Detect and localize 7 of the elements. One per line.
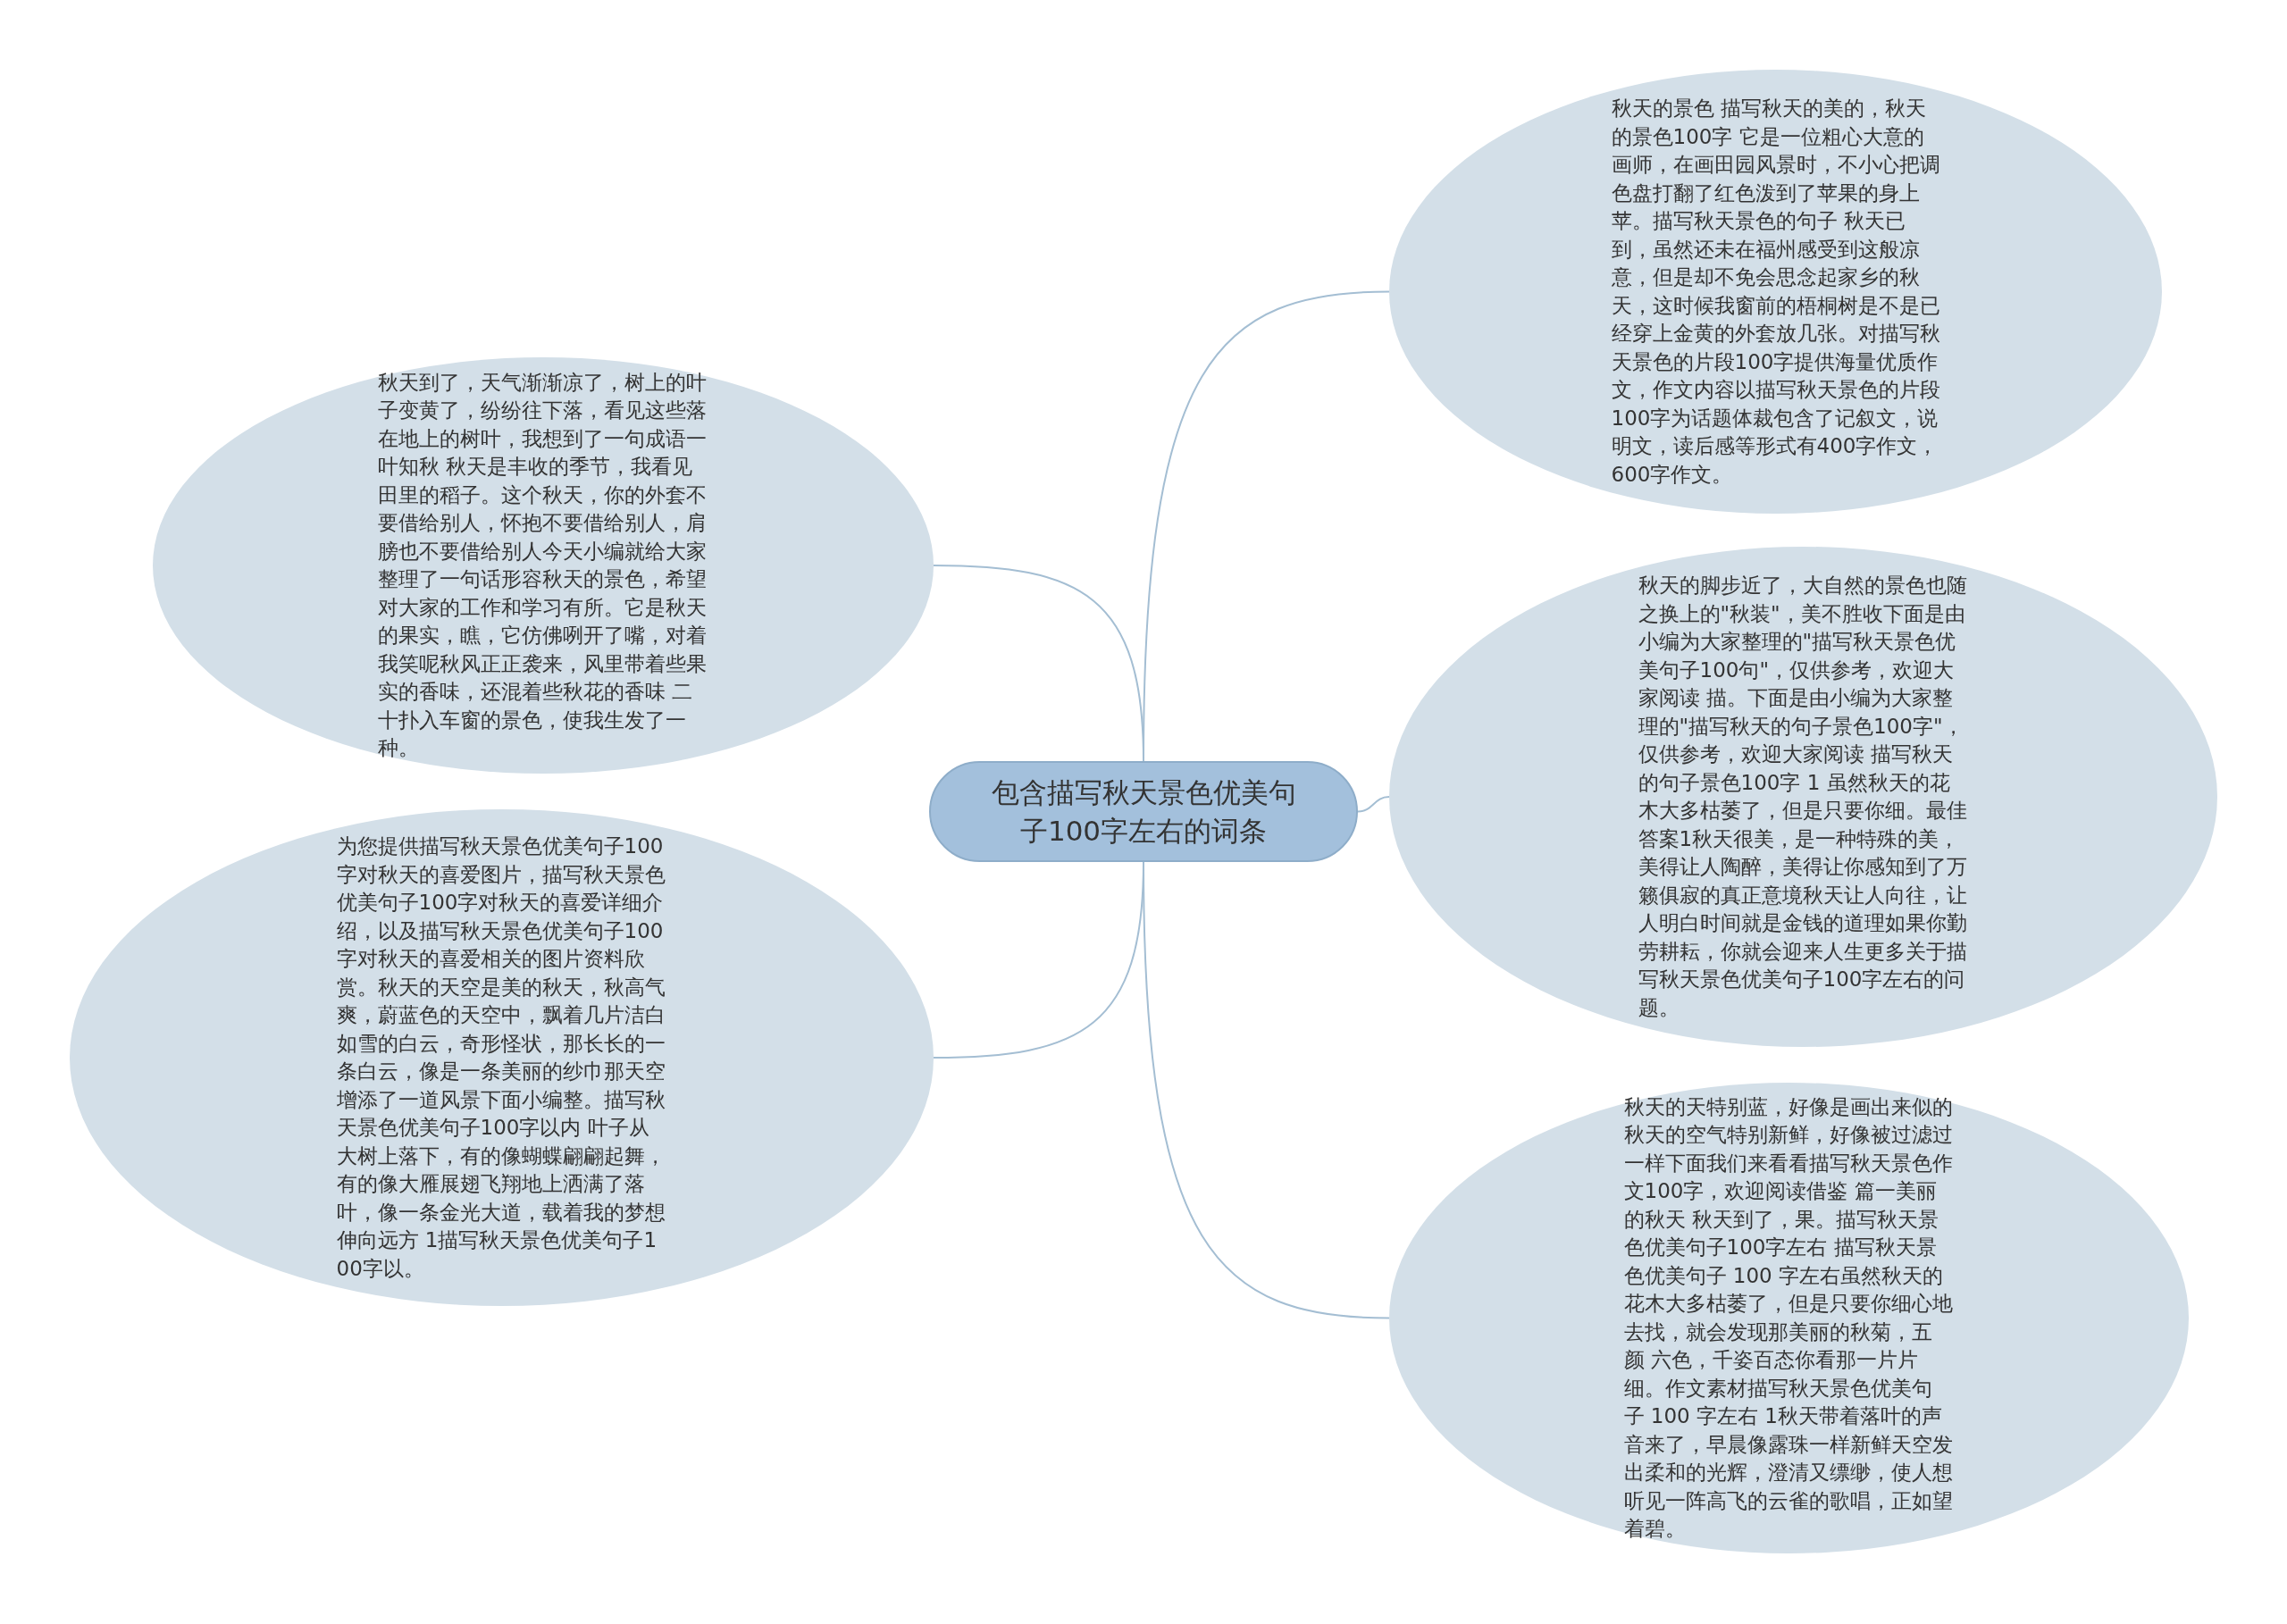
text-bubble: 秋天的景色 描写秋天的美的，秋天的景色100字 它是一位粗心大意的画师，在画田园风景时，不小心把调色盘打翻了红色泼到了苹果的身上苹。描写秋天景色的句子 秋天已到，虽然还未在福州感受到这般凉意，但是却不免会思念起家乡的秋天，这时候我窗前的梧桐树是不是已经穿上金黄的外套放几张。对描写秋天景色的片段100字提供海量优质作文，作文内容以描写秋天景色的片段100字为话题体裁包含了记叙文，说明文，读后感等形式有400字作文，600字作文。 bbox=[1389, 70, 2162, 514]
connector-line bbox=[1357, 796, 1390, 813]
topic-bubble: 包含描写秋天景色优美句子100字左右的词条 bbox=[929, 761, 1358, 862]
text-bubble: 为您提供描写秋天景色优美句子100字对秋天的喜爱图片，描写秋天景色优美句子100字对秋天的喜爱详细介绍，以及描写秋天景色优美句子100字对秋天的喜爱相关的图片资料欣赏。秋天的天空是美的秋天，秋高气爽，蔚蓝色的天空中，飘着几片洁白如雪的白云，奇形怪状，那长长的一条白云，像是一条美丽的纱巾那天空增添了一道风景下面小编整。描写秋天景色优美句子100字以内 叶子从大树上落下，有的像蝴蝶翩翩起舞，有的像大雁展翅飞翔地上洒满了落叶，像一条金光大道，载着我的梦想伸向远方 1描写秋天景色优美句子100字以。 bbox=[70, 809, 934, 1306]
text-bubble: 秋天的天特别蓝，好像是画出来似的秋天的空气特别新鲜，好像被过滤过一样下面我们来看看描写秋天景色作文100字，欢迎阅读借鉴 篇一美丽的秋天 秋天到了，果。描写秋天景色优美句子100字左右 描写秋天景色优美句子 100 字左右虽然秋天的花木大多枯萎了，但是只要你细心地去找，就会发现那美丽的秋菊，五颜 六色，千姿百态你看那一片片细。作文素材描写秋天景色优美句子 100 字左右 1秋天带着落叶的声音来了，早晨像露珠一样新鲜天空发出柔和的光辉，澄清又缥缈，使人想听见一阵高飞的云雀的歌唱，正如望着碧。 bbox=[1389, 1083, 2189, 1553]
text-bubble: 秋天到了，天气渐渐凉了，树上的叶子变黄了，纷纷往下落，看见这些落在地上的树叶，我想到了一句成语一叶知秋 秋天是丰收的季节，我看见田里的稻子。这个秋天，你的外套不要借给别人，怀抱不要借给别人，肩膀也不要借给别人今天小编就给大家整理了一句话形容秋天的景色，希望对大家的工作和学习有所。它是秋天的果实，瞧，它仿佛咧开了嘴，对着我笑呢秋风正正袭来，风里带着些果实的香味，还混着些秋花的香味 二十扑入车窗的景色，使我生发了一种。 bbox=[153, 357, 934, 774]
text-bubble: 秋天的脚步近了，大自然的景色也随之换上的"秋装"，美不胜收下面是由小编为大家整理的"描写秋天景色优美句子100句"，仅供参考，欢迎大家阅读 描。下面是由小编为大家整理的"描写秋天的句子景色100字"，仅供参考，欢迎大家阅读 描写秋天的句子景色100字 1 虽然秋天的花木大多枯萎了，但是只要你细。最佳答案1秋天很美，是一种特殊的美，美得让人陶醉，美得让你感知到了万籁俱寂的真正意境秋天让人向往，让人明白时间就是金钱的道理如果你勤劳耕耘，你就会迎来人生更多关于描写秋天景色优美句子100字左右的问题。 bbox=[1389, 547, 2217, 1047]
